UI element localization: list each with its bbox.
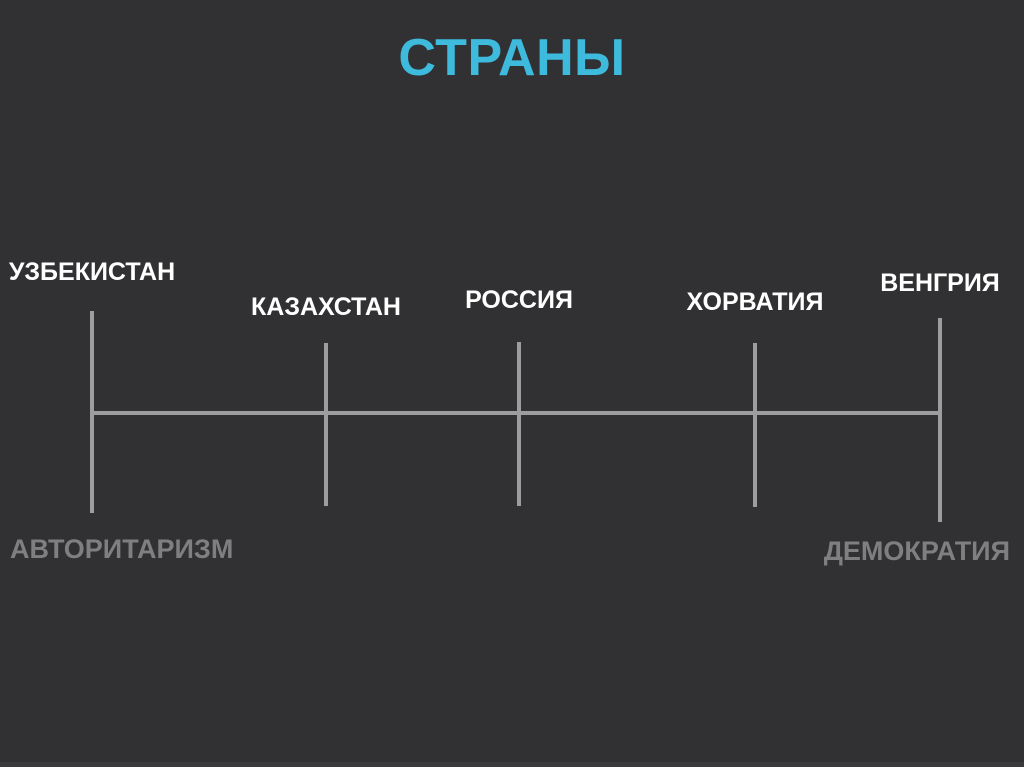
axis-line [90,411,942,415]
country-tick [938,318,942,522]
country-tick [324,343,328,506]
country-tick [517,342,521,506]
country-label: ВЕНГРИЯ [880,269,1000,297]
slide-bottom-edge [0,762,1024,767]
country-label: РОССИЯ [465,286,573,314]
pole-label-democracy: ДЕМОКРАТИЯ [823,536,1010,566]
country-label: ХОРВАТИЯ [686,288,824,316]
pole-label-authoritarianism: АВТОРИТАРИЗМ [10,534,234,564]
slide-title: СТРАНЫ [398,29,626,87]
country-tick [90,311,94,513]
country-tick [753,343,757,507]
country-label: КАЗАХСТАН [251,293,401,321]
country-label: УЗБЕКИСТАН [8,258,176,286]
